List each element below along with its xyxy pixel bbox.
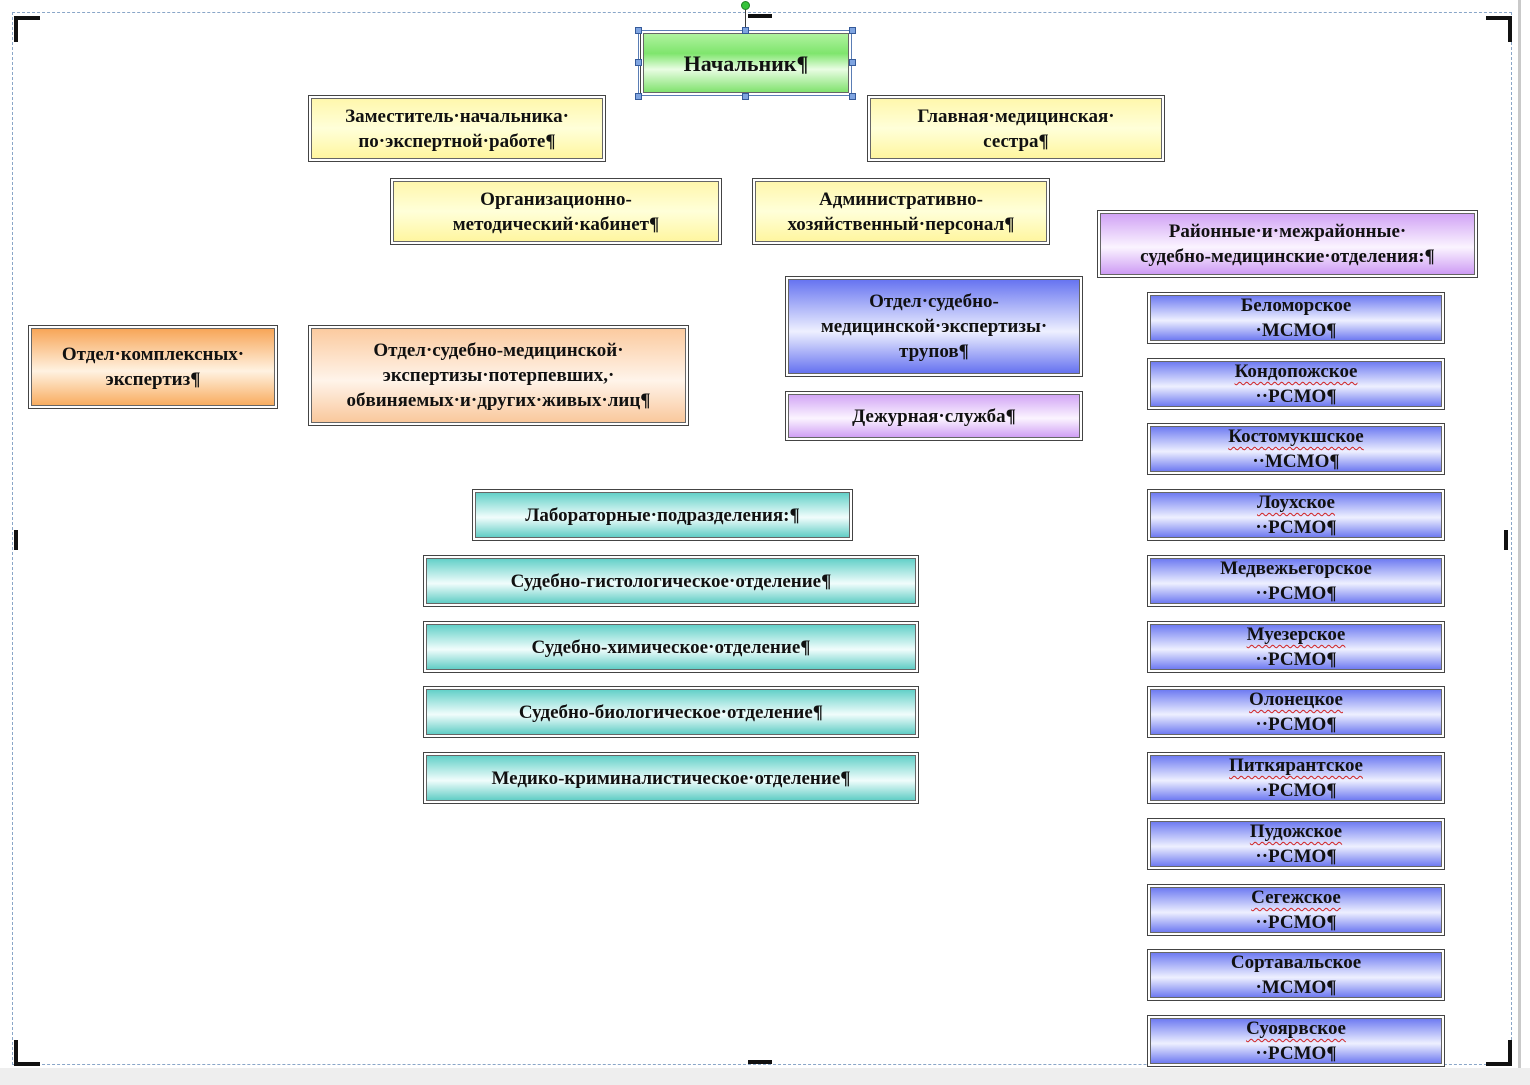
admin-staff-box[interactable]: Административно-хозяйственный·персонал¶	[752, 178, 1050, 245]
crop-handle-top-right[interactable]	[1486, 16, 1512, 42]
regional-unit-box[interactable]: Муезерское ··РСМО¶	[1147, 621, 1445, 673]
lab-header-box[interactable]: Лабораторные·подразделения:¶	[472, 489, 853, 541]
resize-handle-se[interactable]	[849, 93, 856, 100]
corpses-line-2: медицинской·экспертизы·	[820, 316, 1048, 337]
deputy-box[interactable]: Заместитель·начальника· по·экспертной·раб…	[308, 95, 606, 162]
crop-handle-right[interactable]	[1504, 530, 1508, 550]
resize-handle-ne[interactable]	[849, 27, 856, 34]
lab-unit-label: Судебно-гистологическое·отделение¶	[510, 570, 832, 592]
lab-unit-box[interactable]: Судебно-химическое·отделение¶	[423, 621, 919, 673]
regional-unit-box[interactable]: Сортавальское ·МСМО¶	[1147, 949, 1445, 1001]
regional-unit-box[interactable]: Сегежское ··РСМО¶	[1147, 884, 1445, 936]
regional-unit-box[interactable]: Олонецкое ··РСМО¶	[1147, 686, 1445, 738]
chief-box[interactable]: Начальник¶	[640, 30, 852, 96]
complex-expertise-line-2: экспертиз¶	[105, 369, 201, 390]
regional-unit-name: Костомукшское	[1228, 426, 1364, 447]
living-persons-line-1: Отдел·судебно-медицинской·	[373, 340, 624, 361]
regional-unit-box[interactable]: Лоухское ··РСМО¶	[1147, 489, 1445, 541]
deputy-line-2: по·экспертной·работе¶	[358, 130, 556, 152]
regional-unit-name: Муезерское	[1246, 624, 1346, 645]
lab-unit-box[interactable]: Судебно-биологическое·отделение¶	[423, 686, 919, 738]
org-method-line-2: методический·кабинет¶	[452, 213, 660, 235]
regional-unit-name: Кондопожское	[1234, 361, 1358, 382]
resize-handle-s[interactable]	[742, 93, 749, 100]
living-persons-line-3: обвиняемых·и·других·живых·лиц¶	[346, 390, 651, 411]
living-persons-line-2: экспертизы·потерпевших,·	[382, 365, 615, 386]
regional-unit-suffix: ·МСМО¶	[1255, 977, 1337, 998]
regional-unit-suffix: ··РСМО¶	[1255, 846, 1337, 867]
regional-unit-name: Сортавальское	[1230, 952, 1362, 973]
regional-unit-box[interactable]: Беломорское ·МСМО¶	[1147, 292, 1445, 344]
duty-service-label: Дежурная·служба¶	[852, 405, 1016, 427]
window-bottom-strip	[0, 1068, 1530, 1085]
regional-header-line-1: Районные·и·межрайонные·	[1168, 221, 1407, 242]
regional-unit-name: Сегежское	[1251, 887, 1341, 908]
lab-unit-box[interactable]: Медико-криминалистическое·отделение¶	[423, 752, 919, 804]
regional-unit-box[interactable]: Кондопожское ··РСМО¶	[1147, 358, 1445, 410]
corpses-line-3: трупов¶	[899, 341, 969, 362]
head-nurse-line-2: сестра¶	[983, 130, 1049, 152]
rotation-handle-stem	[745, 8, 746, 30]
complex-expertise-line-1: Отдел·комплексных·	[61, 344, 245, 365]
regional-unit-box[interactable]: Костомукшское ··МСМО¶	[1147, 423, 1445, 475]
regional-unit-box[interactable]: Медвежьегорское ··РСМО¶	[1147, 555, 1445, 607]
resize-handle-e[interactable]	[849, 59, 856, 66]
regional-header-line-2: судебно-медицинские·отделения:¶	[1140, 246, 1435, 267]
corpses-line-1: Отдел·судебно-	[869, 291, 999, 312]
regional-unit-suffix: ··РСМО¶	[1255, 649, 1337, 670]
regional-unit-suffix: ··РСМО¶	[1255, 583, 1337, 604]
regional-unit-name: Суоярвское	[1246, 1018, 1346, 1039]
crop-handle-bottom-right[interactable]	[1486, 1040, 1512, 1066]
lab-unit-label: Судебно-химическое·отделение¶	[531, 636, 811, 658]
resize-handle-sw[interactable]	[635, 93, 642, 100]
regional-unit-name: Олонецкое	[1249, 689, 1343, 710]
rotation-handle[interactable]	[741, 1, 750, 10]
lab-unit-label: Судебно-биологическое·отделение¶	[518, 701, 824, 723]
resize-handle-n[interactable]	[742, 27, 749, 34]
regional-unit-box[interactable]: Суоярвское ··РСМО¶	[1147, 1015, 1445, 1067]
lab-header-label: Лабораторные·подразделения:¶	[525, 504, 800, 526]
org-method-line-1: Организационно-	[480, 188, 632, 210]
regional-unit-name: Пудожское	[1249, 821, 1343, 842]
regional-unit-box[interactable]: Пудожское ··РСМО¶	[1147, 818, 1445, 870]
regional-unit-name: Лоухское	[1257, 492, 1335, 513]
regional-unit-suffix: ··РСМО¶	[1255, 780, 1337, 801]
regional-header-box[interactable]: Районные·и·межрайонные· судебно-медицинск…	[1097, 210, 1478, 278]
resize-handle-w[interactable]	[635, 59, 642, 66]
crop-handle-bottom-left[interactable]	[14, 1040, 40, 1066]
org-method-box[interactable]: Организационно-методический·кабинет¶	[390, 178, 722, 245]
regional-unit-suffix: ··РСМО¶	[1255, 1043, 1337, 1064]
head-nurse-line-1: Главная·медицинская·	[917, 105, 1115, 127]
regional-unit-suffix: ··РСМО¶	[1255, 912, 1337, 933]
regional-unit-suffix: ·МСМО¶	[1255, 320, 1337, 341]
admin-staff-line-1: Административно-	[818, 188, 983, 210]
regional-unit-name: Медвежьегорское	[1220, 558, 1372, 579]
deputy-line-1: Заместитель·начальника·	[345, 105, 569, 127]
resize-handle-nw[interactable]	[635, 27, 642, 34]
regional-unit-suffix: ··РСМО¶	[1255, 386, 1337, 407]
regional-unit-suffix: ··РСМО¶	[1255, 517, 1337, 538]
regional-unit-name: Беломорское	[1240, 295, 1352, 316]
lab-unit-label: Медико-криминалистическое·отделение¶	[491, 767, 851, 789]
crop-handle-top[interactable]	[748, 14, 772, 18]
window-scrollbar-edge	[1518, 0, 1521, 1085]
duty-service-box[interactable]: Дежурная·служба¶	[785, 391, 1083, 441]
crop-handle-left[interactable]	[14, 530, 18, 550]
complex-expertise-box[interactable]: Отдел·комплексных· экспертиз¶	[28, 325, 278, 409]
lab-unit-box[interactable]: Судебно-гистологическое·отделение¶	[423, 555, 919, 607]
admin-staff-line-2: хозяйственный·персонал¶	[787, 213, 1015, 235]
head-nurse-box[interactable]: Главная·медицинская· сестра¶	[867, 95, 1165, 162]
chief-label: Начальник¶	[683, 50, 809, 76]
crop-handle-bottom[interactable]	[748, 1060, 772, 1064]
regional-unit-suffix: ··МСМО¶	[1252, 451, 1340, 472]
regional-unit-box[interactable]: Питкярантское ··РСМО¶	[1147, 752, 1445, 804]
living-persons-box[interactable]: Отдел·судебно-медицинской· экспертизы·пот…	[308, 325, 689, 426]
crop-handle-top-left[interactable]	[14, 16, 40, 42]
diagram-canvas	[12, 12, 1512, 1065]
corpses-dept-box[interactable]: Отдел·судебно-медицинской·экспертизы· тру…	[785, 276, 1083, 377]
regional-unit-suffix: ··РСМО¶	[1255, 714, 1337, 735]
regional-unit-name: Питкярантское	[1229, 755, 1363, 776]
